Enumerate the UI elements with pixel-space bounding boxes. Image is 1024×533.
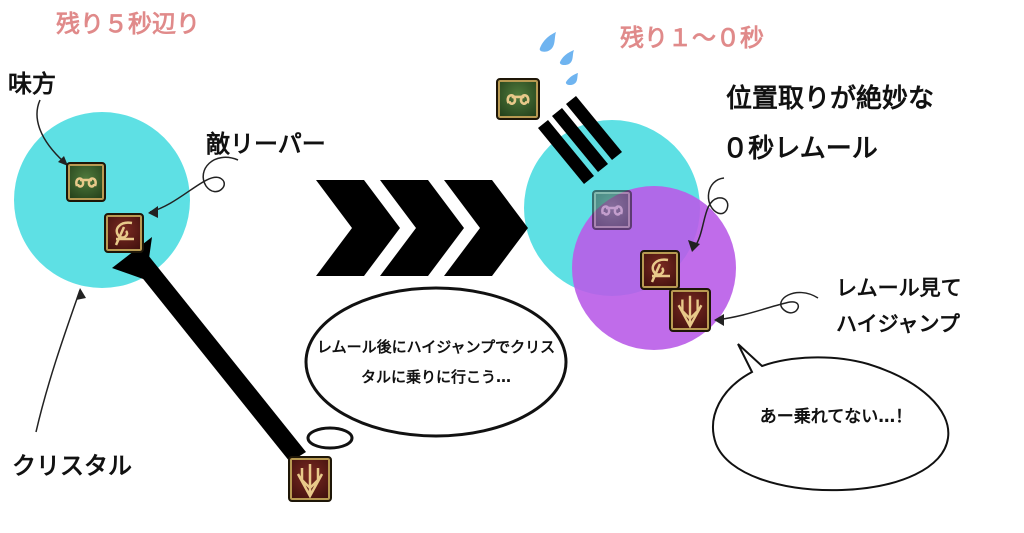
- enemy-reaper-icon: [104, 213, 144, 253]
- enemy-reaper-icon-right: [640, 250, 680, 290]
- lemure-pointer-line: [693, 177, 729, 249]
- right-panel-title: 残り１〜０秒: [620, 24, 764, 52]
- thought-bubble-dot: [306, 426, 354, 450]
- ally-healer-icon-knocked: [496, 78, 540, 120]
- ally-pointer-line: [36, 99, 65, 163]
- ally-label: 味方: [8, 70, 56, 98]
- chevron-arrow-2: [380, 180, 464, 276]
- perfect-lemure-line1: 位置取りが絶妙な: [725, 84, 934, 114]
- sweat-drop-icon: [559, 50, 574, 66]
- jump-path-line: [132, 255, 306, 462]
- dragoon-pointer-line: [715, 291, 819, 321]
- dragoon-icon-start: [288, 456, 332, 502]
- motion-line-1: [538, 120, 594, 184]
- speech-bubble: [712, 343, 950, 492]
- perfect-lemure-line2: ０秒レムール: [722, 134, 878, 164]
- ally-healer-ghost-icon: [592, 190, 632, 230]
- chevron-arrow-3: [444, 180, 528, 276]
- speech-bubble-text: あー乗れてない…！: [759, 407, 913, 427]
- motion-line-3: [566, 96, 622, 160]
- left-panel-title: 残り５秒辺り: [56, 10, 200, 38]
- chevron-arrow-1: [316, 180, 400, 276]
- crystal-pointer-line: [35, 289, 81, 433]
- enemy-reaper-label: 敵リーパー: [206, 130, 326, 158]
- see-lemure-line1: レムール見て: [836, 276, 962, 300]
- ally-healer-icon: [66, 162, 106, 202]
- see-lemure-line2: ハイジャンプ: [836, 312, 960, 336]
- thought-bubble-text: レムール後にハイジャンプでクリスタルに乗りに行こう…: [316, 338, 556, 386]
- thought-bubble: [304, 286, 568, 438]
- dragoon-icon-end: [669, 288, 711, 332]
- sweat-drop-icon: [539, 32, 556, 52]
- motion-line-2: [552, 108, 608, 172]
- enemy-pointer-line: [149, 156, 239, 213]
- crystal-label: クリスタル: [12, 452, 132, 480]
- sweat-drop-icon: [565, 73, 578, 86]
